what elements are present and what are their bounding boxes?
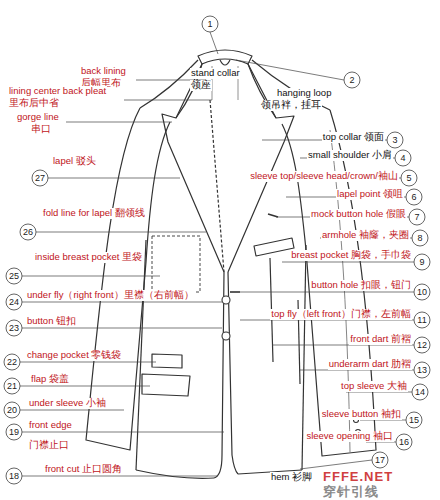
watermark: FFFE.NET xyxy=(322,470,394,485)
part-name: underarm dart 肋褶 xyxy=(328,359,412,370)
callout-number: 5 xyxy=(401,174,417,183)
callout-number: 22 xyxy=(4,358,20,367)
callout-number: 1 xyxy=(202,20,218,29)
part-name: top fly（left front）门襟，左前幅 xyxy=(270,309,412,320)
callout-number: 21 xyxy=(4,382,20,391)
part-name: back lining xyxy=(80,66,127,77)
callout-number: 3 xyxy=(387,136,403,145)
callout-number: 16 xyxy=(396,438,412,447)
part-name: under sleeve 小袖 xyxy=(28,398,107,409)
part-name: mock button hole 假眼 xyxy=(310,209,407,220)
part-name: hem 衫脚 xyxy=(270,472,313,483)
part-name: lapel point 领咀 xyxy=(336,189,404,200)
callout-number: 13 xyxy=(414,366,430,375)
part-name: flap 袋盖 xyxy=(30,374,70,385)
callout-number: 7 xyxy=(409,213,425,222)
part-name: front dart 前褶 xyxy=(349,334,412,345)
part-name: top sleeve 大袖 xyxy=(340,381,408,392)
part-name: inside breast pocket 里袋 xyxy=(34,252,143,263)
part-name: top collar 领面 xyxy=(322,132,385,143)
callout-number: 19 xyxy=(6,428,22,437)
part-name: hanging loop xyxy=(276,88,332,99)
part-name: armhole 袖窿，夹圈 xyxy=(321,230,410,241)
callout-number: 11 xyxy=(414,316,430,325)
callout-number: 14 xyxy=(412,388,428,397)
callout-number: 20 xyxy=(4,406,20,415)
callout-number: 6 xyxy=(406,193,422,202)
callout-number: 15 xyxy=(406,416,422,425)
callout-number: 27 xyxy=(32,174,48,183)
part-name-cn: 领吊袢，挂耳 xyxy=(260,100,322,111)
part-name: sleeve top/sleeve head/crown/袖山 xyxy=(249,171,399,182)
part-name: under fly（right front）里襟（右前幅） xyxy=(26,290,195,301)
part-name: front edge xyxy=(28,420,73,431)
part-name: fold line for lapel 翻领线 xyxy=(42,208,146,219)
callout-number: 26 xyxy=(20,228,36,237)
callout-number: 18 xyxy=(6,472,22,481)
part-name-cn: 领座 xyxy=(190,80,212,91)
part-name: button hole 扣眼，钮门 xyxy=(310,280,412,291)
part-name: lining center back pleat xyxy=(8,86,107,97)
callout-number: 10 xyxy=(414,288,430,297)
callout-number: 9 xyxy=(414,258,430,267)
part-name: front cut 止口圆角 xyxy=(44,464,123,475)
part-name: lapel 驳头 xyxy=(52,156,97,167)
part-name-cn: 串口 xyxy=(30,124,52,135)
callout-number: 25 xyxy=(6,272,22,281)
callout-number: 4 xyxy=(395,154,411,163)
part-name: small shoulder 小肩 xyxy=(307,150,393,161)
callout-number: 8 xyxy=(412,234,428,243)
callout-number: 2 xyxy=(344,76,360,85)
watermark: 穿针引线 xyxy=(322,485,380,500)
part-name: sleeve button 袖扣 xyxy=(321,409,402,420)
callout-number: 24 xyxy=(6,298,22,307)
callout-number: 17 xyxy=(372,456,388,465)
part-name: change pocket 零钱袋 xyxy=(26,350,122,361)
callout-number: 12 xyxy=(414,341,430,350)
part-name: sleeve opening 袖口 xyxy=(305,431,394,442)
callout-number: 23 xyxy=(6,324,22,333)
part-name: gorge line xyxy=(16,112,60,123)
part-name: breast pocket 胸袋，手巾袋 xyxy=(290,250,412,261)
part-name-cn: 门襟止口 xyxy=(28,440,70,451)
part-name-cn: 里布后中省 xyxy=(8,98,60,109)
part-name: stand collar xyxy=(190,68,241,79)
part-name: button 钮扣 xyxy=(26,316,77,327)
